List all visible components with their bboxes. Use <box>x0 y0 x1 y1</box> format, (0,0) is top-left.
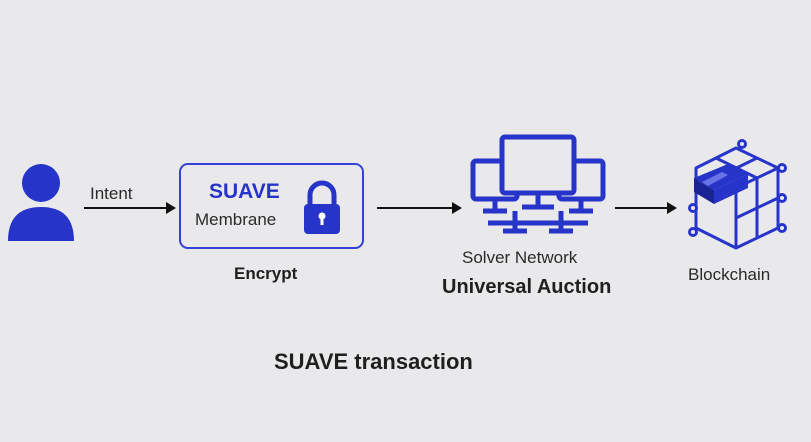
monitor-network-icon <box>470 134 606 234</box>
blockchain-cube-icon <box>688 139 787 250</box>
membrane-to-solver-arrow <box>377 202 462 214</box>
lock-icon <box>304 180 340 234</box>
membrane-box <box>179 163 364 249</box>
user-icon <box>8 164 74 241</box>
solver-network-label: Solver Network <box>462 248 578 267</box>
blockchain-label: Blockchain <box>688 265 771 284</box>
diagram-title: SUAVE transaction <box>274 349 473 374</box>
membrane-subtitle: Membrane <box>195 210 277 229</box>
intent-label: Intent <box>90 184 133 203</box>
solver-to-blockchain-arrow <box>615 202 677 214</box>
membrane-title: SUAVE <box>209 180 280 203</box>
universal-auction-label: Universal Auction <box>442 276 612 298</box>
intent-arrow <box>84 202 176 214</box>
encrypt-label: Encrypt <box>234 264 298 283</box>
